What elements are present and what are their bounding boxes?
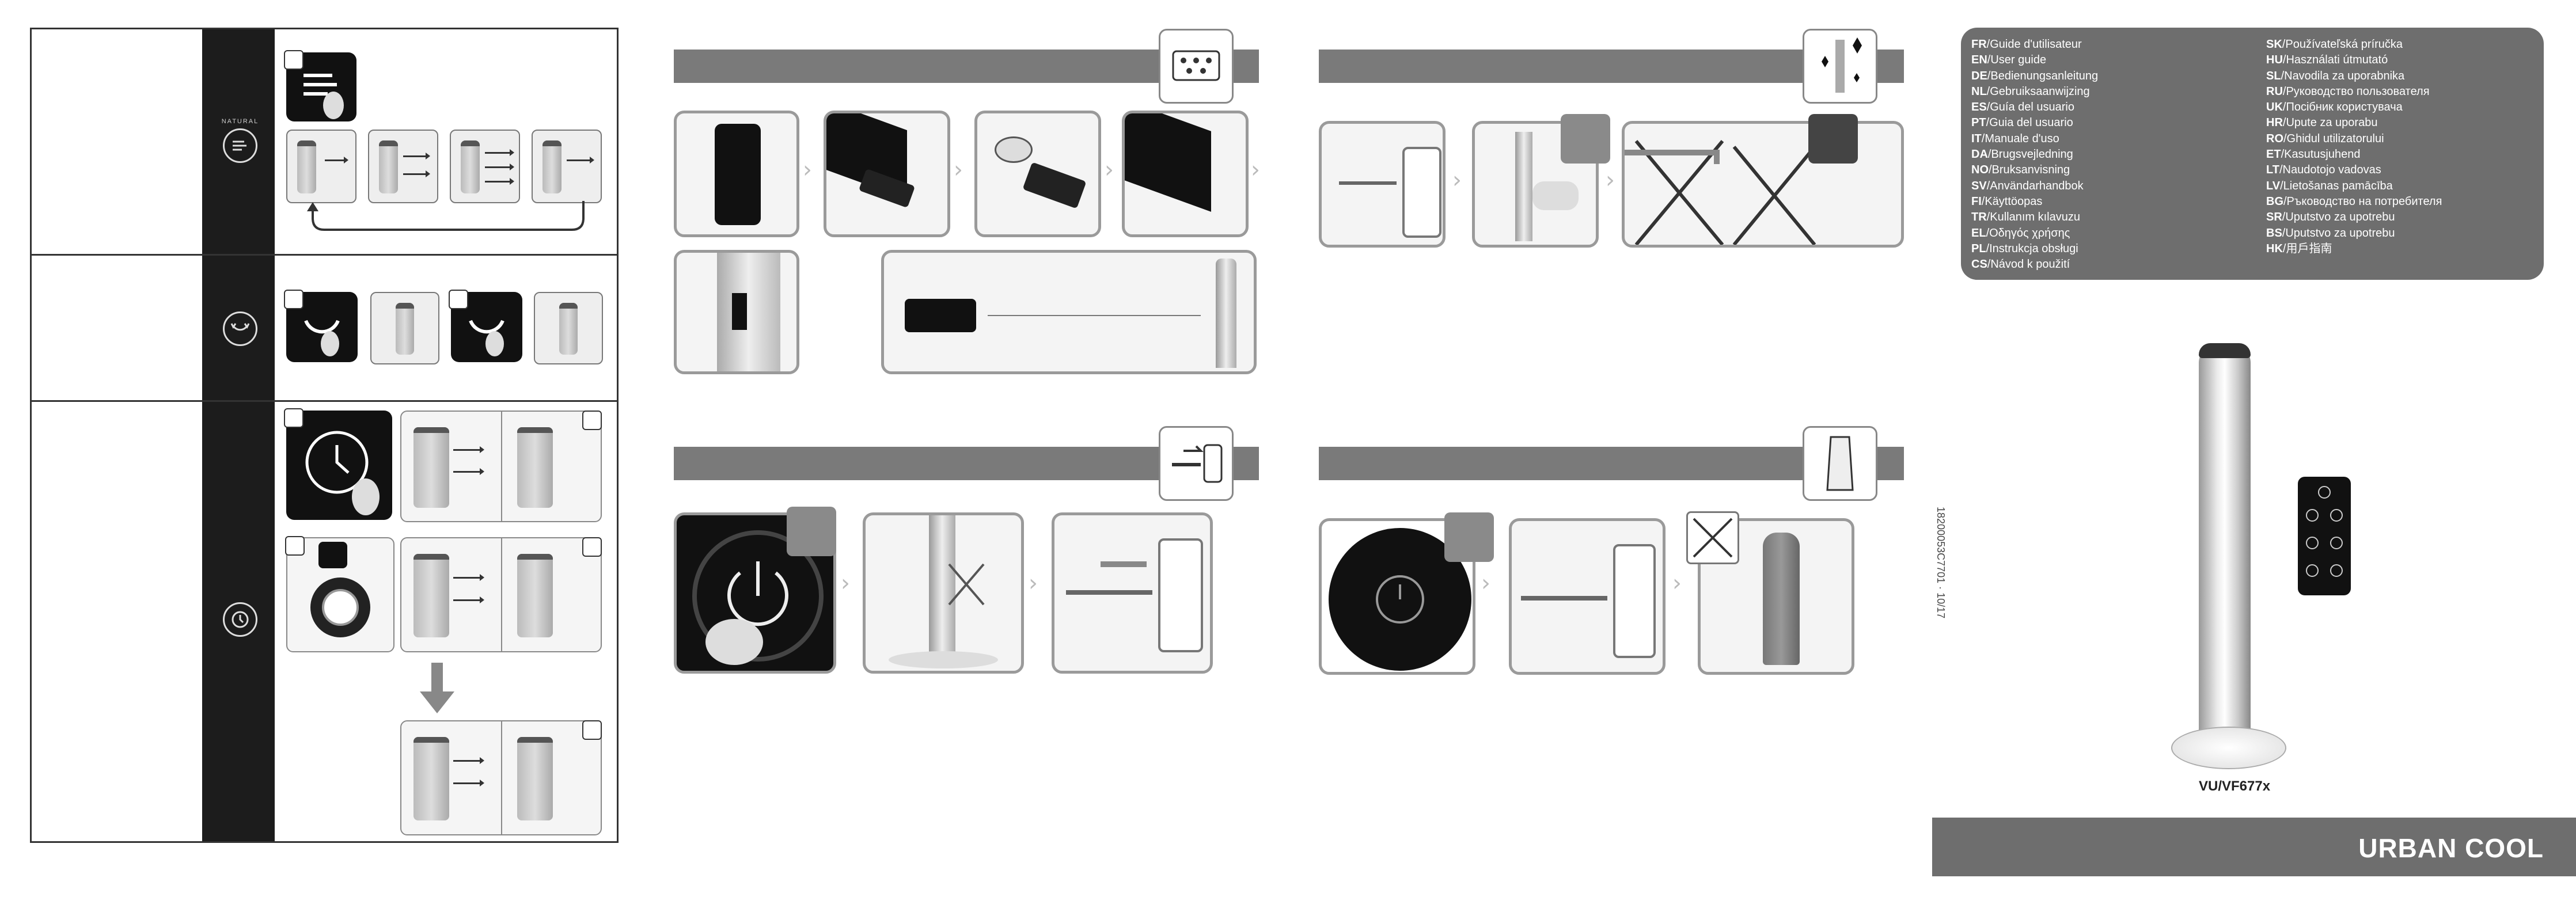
fan-airflow-4 — [532, 130, 602, 203]
language-item: FI/Käyttöopas — [1971, 195, 2043, 208]
model-number: VU/VF677x — [2199, 778, 2271, 794]
language-column-left: FR/Guide d'utilisateur EN/User guide DE/… — [1971, 37, 2098, 272]
step-unplug — [1052, 512, 1213, 674]
language-item: BS/Uputstvo za upotrebu — [2266, 226, 2395, 240]
mode-row-oscillation — [32, 254, 617, 402]
language-item: DA/Brugsvejledning — [1971, 148, 2073, 161]
modes-panel: NATURAL — [30, 28, 619, 843]
language-item: UK/Посібник користувача — [2266, 101, 2403, 114]
language-item: SK/Používateľská príručka — [2266, 38, 2403, 51]
timer-fan-comparison-3 — [400, 720, 602, 835]
natural-wind-icon — [223, 128, 257, 163]
mode-row-natural — [32, 29, 617, 256]
timer-dial — [285, 536, 394, 652]
language-item: RO/Ghidul utilizatorului — [2266, 132, 2384, 145]
language-item: IT/Manuale d'uso — [1971, 132, 2059, 145]
oscillation-button-on — [284, 290, 358, 362]
step-insert-battery — [974, 111, 1101, 237]
step-marker — [787, 507, 836, 556]
language-item: PT/Guia del usuario — [1971, 116, 2073, 130]
timer-fan-comparison-1 — [400, 411, 602, 522]
fan-airflow-3 — [450, 130, 520, 203]
language-item: LV/Lietošanas pamācība — [2266, 179, 2393, 192]
chevron-right-icon: › — [841, 570, 850, 596]
language-item: HK/用戶指南 — [2266, 242, 2332, 255]
language-item: ET/Kasutusjuhend — [2266, 148, 2361, 161]
step-close-battery-tray — [1122, 111, 1249, 237]
chevron-right-icon: › — [1672, 570, 1682, 596]
chevron-right-icon: › — [954, 157, 963, 183]
language-item: EN/User guide — [1971, 54, 2047, 67]
language-item: HR/Upute za uporabu — [2266, 116, 2378, 130]
no-cover-icon — [1686, 511, 1739, 564]
down-arrow — [420, 663, 454, 713]
language-column-right: SK/Používateľská príručka HU/Használati … — [2266, 37, 2442, 257]
brand-name: URBAN COOL — [2358, 833, 2544, 863]
oscillation-icon — [223, 311, 257, 346]
language-item: TR/Kullanım kılavuzu — [1971, 211, 2080, 224]
language-item: EL/Οδηγός χρήσης — [1971, 226, 2070, 240]
sparkle-clean-icon — [1803, 29, 1877, 104]
language-item: CS/Návod k použití — [1971, 258, 2070, 271]
remote-control-image — [2298, 477, 2351, 595]
cover-bag-icon — [1803, 426, 1877, 501]
natural-mode-label: NATURAL — [221, 118, 259, 125]
step-marker — [1444, 512, 1494, 562]
tower-fan-image — [2199, 345, 2251, 748]
natural-button-press — [284, 50, 356, 121]
language-item: SL/Navodila za uporabnika — [2266, 69, 2405, 82]
step-fan-stops — [863, 512, 1024, 674]
fan-airflow-1 — [286, 130, 356, 203]
step-cover-fan — [1698, 518, 1854, 675]
language-item: FR/Guide d'utilisateur — [1971, 38, 2082, 51]
language-item: ES/Guía del usuario — [1971, 101, 2075, 114]
chevron-right-icon: › — [1452, 167, 1462, 193]
brand-bar: URBAN COOL — [1932, 818, 2576, 876]
language-item: HU/Használati útmutató — [2266, 54, 2388, 67]
step-remote-storage — [674, 250, 799, 374]
modes-sidebar — [202, 29, 275, 841]
plug-unplug-icon — [1159, 426, 1234, 501]
fan-stopped — [534, 292, 603, 364]
cycle-arrow — [307, 201, 585, 231]
timer-button-press — [284, 408, 392, 520]
chevron-right-icon: › — [803, 157, 812, 183]
language-item: PL/Instrukcja obsługi — [1971, 242, 2078, 255]
product-code: 18200053C7701 · 10/17 — [1935, 507, 1947, 619]
language-item: NL/Gebruiksaanwijzing — [1971, 85, 2090, 98]
language-list-panel: FR/Guide d'utilisateur EN/User guide DE/… — [1961, 28, 2544, 280]
language-item: BG/Ръководство на потребителя — [2266, 195, 2442, 208]
step-remove-battery-tray — [824, 111, 950, 237]
no-chemicals-icon — [1808, 114, 1858, 164]
step-checkbox — [284, 50, 303, 70]
chevron-right-icon: › — [1481, 570, 1490, 596]
fan-airflow-2 — [368, 130, 438, 203]
language-item: SV/Användarhandbok — [1971, 179, 2084, 192]
language-item: NO/Bruksanvisning — [1971, 164, 2070, 177]
language-item: SR/Uputstvo za upotrebu — [2266, 211, 2395, 224]
cloth-icon — [1561, 114, 1610, 164]
timer-fan-comparison-2 — [400, 537, 602, 652]
language-item: RU/Руководство пользователя — [2266, 85, 2430, 98]
step-remote-range — [881, 250, 1257, 374]
timer-icon — [223, 602, 257, 637]
tower-fan-top — [2199, 343, 2251, 358]
language-item: LT/Naudotojo vadovas — [2266, 164, 2381, 177]
step-no-water — [1622, 121, 1904, 248]
step-unplug-before-clean — [1319, 121, 1446, 248]
remote-control-icon — [1159, 29, 1234, 104]
chevron-right-icon: › — [1029, 570, 1038, 596]
fan-oscillating — [370, 292, 439, 364]
chevron-right-icon: › — [1251, 157, 1260, 183]
oscillation-button-off — [449, 290, 522, 362]
language-item: DE/Bedienungsanleitung — [1971, 69, 2099, 82]
chevron-right-icon: › — [1606, 167, 1615, 193]
chevron-right-icon: › — [1105, 157, 1114, 183]
tower-fan-base — [2171, 727, 2286, 769]
step-remote-front — [674, 111, 799, 237]
step-storage-unplug — [1509, 518, 1666, 675]
